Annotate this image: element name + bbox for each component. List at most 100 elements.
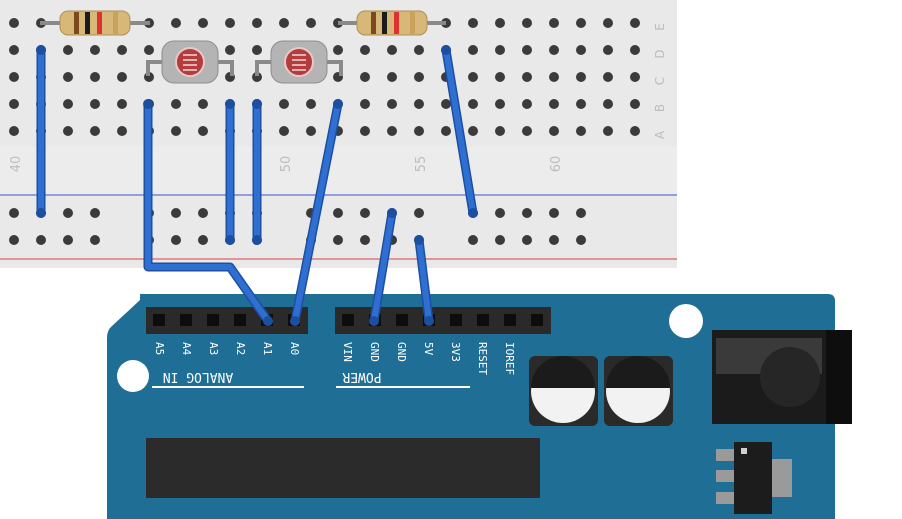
wire-endpoint	[441, 45, 451, 55]
column-number-50: 50	[279, 156, 294, 173]
rail-hole	[549, 208, 559, 218]
breadboard-hole	[63, 126, 73, 136]
header-pin-sockets	[153, 314, 543, 326]
rail-hole	[549, 235, 559, 245]
breadboard-hole	[522, 18, 532, 28]
rail-hole	[198, 208, 208, 218]
breadboard-hole	[603, 72, 613, 82]
breadboard-hole	[576, 72, 586, 82]
resistor-left-band-3	[97, 12, 102, 34]
breadboard-hole	[603, 126, 613, 136]
breadboard-hole	[522, 126, 532, 136]
resistor-left-band-2	[85, 12, 90, 34]
breadboard-hole	[252, 72, 262, 82]
breadboard-hole	[603, 18, 613, 28]
wire-5v-to-rail	[416, 237, 432, 324]
breadboard-hole	[198, 18, 208, 28]
breadboard-hole	[468, 18, 478, 28]
photoresistor-left-lead-right	[215, 60, 234, 76]
wire-endpoint	[225, 99, 235, 109]
pin-socket	[531, 314, 543, 326]
breadboard-hole	[306, 18, 316, 28]
breadboard-hole	[387, 45, 397, 55]
wire-endpoint	[263, 316, 273, 326]
breadboard-hole	[9, 45, 19, 55]
photoresistor-right-lead-right	[324, 60, 343, 76]
breadboard-hole	[387, 126, 397, 136]
breadboard-hole	[117, 126, 127, 136]
breadboard-hole	[360, 99, 370, 109]
pin-socket	[234, 314, 246, 326]
row-letter-d: D	[653, 49, 667, 58]
breadboard-hole	[468, 72, 478, 82]
breadboard-hole	[495, 18, 505, 28]
pin-label-a2: A2	[234, 342, 247, 355]
breadboard-hole	[279, 126, 289, 136]
breadboard-hole	[9, 18, 19, 28]
breadboard-hole	[576, 99, 586, 109]
breadboard-hole	[603, 45, 613, 55]
breadboard-hole	[117, 72, 127, 82]
breadboard-hole	[225, 18, 235, 28]
capacitor-left	[529, 356, 598, 426]
breadboard-hole	[387, 99, 397, 109]
row-letters: E D C B A	[653, 23, 667, 139]
dc-jack-front	[826, 330, 852, 424]
pin-socket	[396, 314, 408, 326]
breadboard-hole	[522, 45, 532, 55]
breadboard-hole	[90, 45, 100, 55]
breadboard-hole	[549, 99, 559, 109]
dc-jack-barrel	[760, 347, 820, 407]
column-number-55: 55	[414, 156, 429, 173]
rail-hole	[90, 235, 100, 245]
resistor-right-band-2	[382, 12, 387, 34]
breadboard-hole	[630, 72, 640, 82]
analog-pin-labels: A5 A4 A3 A2 A1 A0	[153, 342, 301, 356]
analog-in-label: ANALOG IN	[163, 369, 233, 384]
breadboard-hole	[90, 99, 100, 109]
breadboard-hole	[441, 126, 451, 136]
breadboard-hole	[252, 18, 262, 28]
rail-hole	[495, 235, 505, 245]
wire-endpoint	[424, 316, 434, 326]
power-header	[335, 307, 551, 334]
breadboard-hole	[252, 45, 262, 55]
microcontroller-chip	[146, 438, 540, 498]
wire-endpoint	[225, 235, 235, 245]
breadboard-hole	[198, 99, 208, 109]
breadboard-hole	[333, 45, 343, 55]
pin-label-ioref: IOREF	[503, 342, 516, 375]
photoresistor-left-leads	[146, 60, 165, 76]
voltage-regulator	[716, 442, 792, 514]
row-letter-a: A	[653, 130, 667, 139]
pin-label-a3: A3	[207, 342, 220, 355]
wire-resistor-to-rail	[443, 47, 476, 216]
power-pin-labels: VIN GND GND 5V 3V3 RESET IOREF	[341, 342, 516, 375]
mounting-hole-left	[117, 360, 149, 392]
breadboard-hole	[549, 18, 559, 28]
breadboard-hole	[225, 45, 235, 55]
breadboard-hole	[522, 72, 532, 82]
breadboard-hole	[9, 72, 19, 82]
breadboard-hole	[468, 126, 478, 136]
photoresistor-left-track	[183, 54, 197, 71]
breadboard-hole	[198, 126, 208, 136]
wire-endpoint	[333, 99, 343, 109]
analog-header	[146, 307, 308, 334]
regulator-pin-3	[716, 492, 734, 504]
breadboard-hole	[414, 72, 424, 82]
breadboard-hole	[306, 126, 316, 136]
rail-hole	[90, 208, 100, 218]
breadboard-hole	[279, 18, 289, 28]
wire-photoresistor-to-a1	[145, 101, 271, 324]
resistor-left-body	[59, 10, 131, 36]
pin-socket	[342, 314, 354, 326]
wire-endpoint	[414, 235, 424, 245]
breadboard-hole	[360, 72, 370, 82]
pin-label-gnd-2: GND	[395, 342, 408, 362]
breadboard-hole	[441, 99, 451, 109]
wire-endpoint	[387, 208, 397, 218]
breadboard-hole	[495, 45, 505, 55]
breadboard-hole	[9, 126, 19, 136]
